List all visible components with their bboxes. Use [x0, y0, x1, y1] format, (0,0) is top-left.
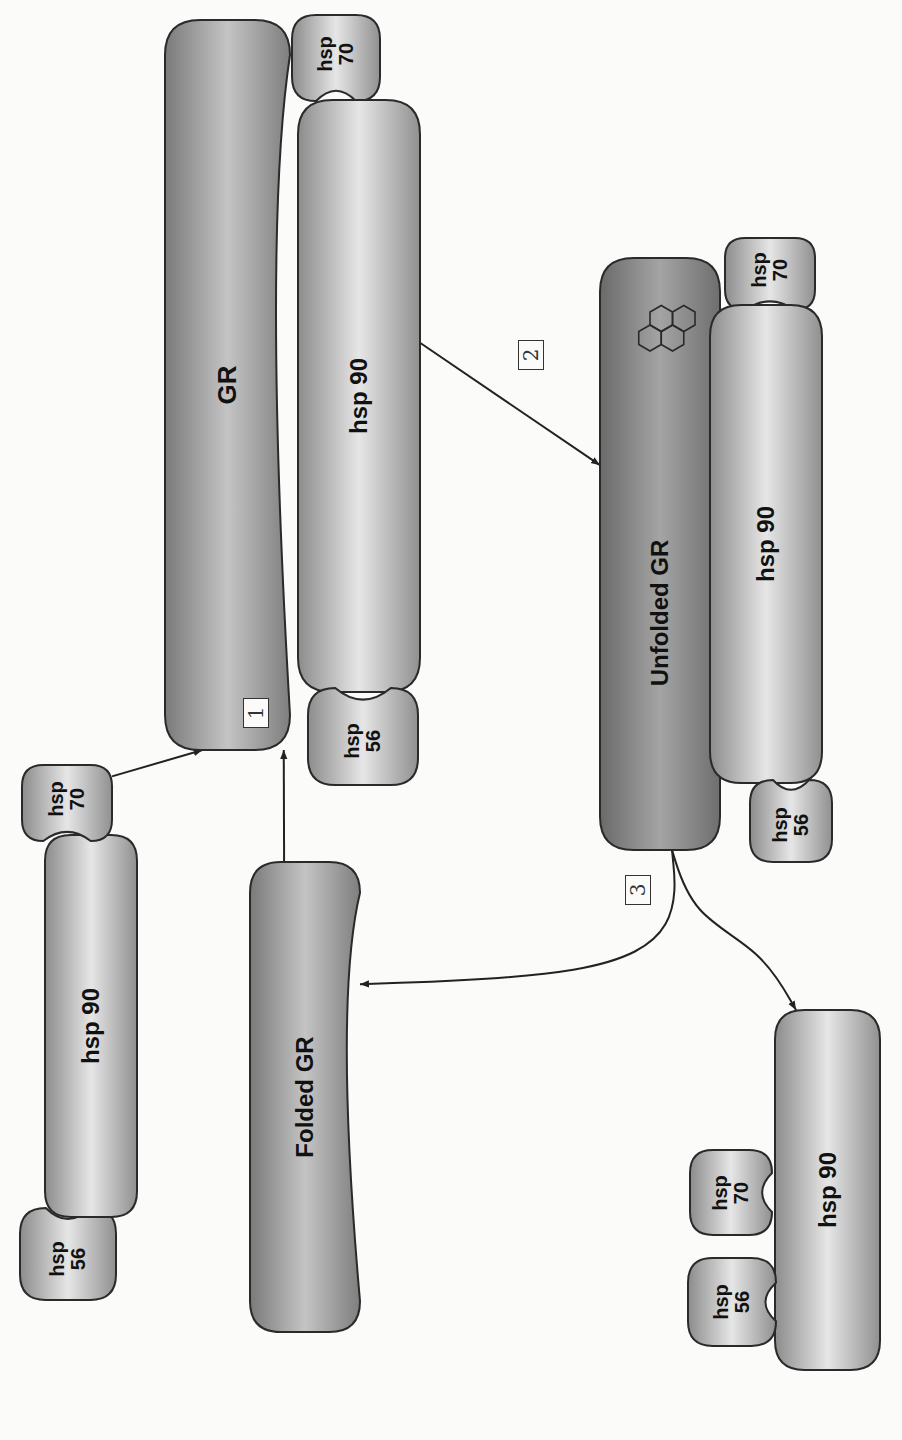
- step-number: 3: [626, 884, 650, 897]
- protein-body: Unfolded GR: [600, 258, 720, 850]
- protein-label: Unfolded GR: [647, 540, 672, 687]
- protein-label: hsp 90: [815, 1152, 840, 1228]
- protein-label: hsp 70: [315, 30, 357, 78]
- protein-outline: [600, 258, 720, 850]
- protein-outline: [45, 835, 137, 1217]
- reaction-arrow: [360, 850, 675, 984]
- protein-body: hsp 90: [775, 1010, 880, 1370]
- chaperone-blob: hsp 70: [22, 765, 112, 841]
- step-box: 2: [518, 340, 544, 370]
- protein-label: Folded GR: [292, 1036, 317, 1157]
- protein-outline: [298, 100, 420, 692]
- step-number: 2: [519, 349, 543, 362]
- protein-body: hsp 90: [710, 305, 822, 783]
- chaperone-blob: hsp 70: [690, 1150, 772, 1235]
- protein-outline: [775, 1010, 880, 1370]
- protein-body: hsp 90: [298, 100, 420, 692]
- protein-outline: [22, 765, 112, 841]
- step-box: 3: [625, 875, 651, 905]
- protein-outline: [688, 1258, 776, 1346]
- protein-outline: [725, 238, 815, 310]
- protein-outline: [250, 862, 360, 1332]
- chaperone-blob: hsp 90: [45, 835, 137, 1217]
- protein-outline: [710, 305, 822, 783]
- step-number: 1: [244, 707, 268, 720]
- protein-body: Folded GR: [250, 862, 360, 1332]
- protein-outline: [690, 1150, 772, 1235]
- chaperone-blob: hsp 56: [750, 780, 832, 862]
- chaperone-blob: hsp 56: [20, 1208, 116, 1300]
- protein-body: GR: [165, 20, 290, 750]
- protein-label: GR: [214, 366, 241, 405]
- protein-label: hsp 70: [46, 775, 88, 823]
- protein-label: hsp 70: [710, 1169, 752, 1217]
- step-box: 1: [243, 698, 269, 728]
- steroid-ring: [673, 306, 696, 332]
- protein-outline: [750, 780, 832, 862]
- protein-outline: [165, 20, 290, 750]
- protein-label: hsp 70: [749, 246, 791, 294]
- steroid-rings: [639, 306, 695, 352]
- reaction-arrow: [672, 850, 796, 1010]
- protein-label: hsp 56: [342, 717, 384, 765]
- protein-outline: [308, 688, 418, 785]
- protein-label: hsp 90: [753, 506, 778, 582]
- reaction-arrow: [283, 750, 285, 862]
- protein-label: hsp 90: [346, 358, 371, 434]
- chaperone-blob: hsp 70: [725, 238, 815, 310]
- reaction-arrow: [112, 750, 203, 776]
- protein-label: hsp 90: [78, 988, 103, 1064]
- reaction-arrow: [420, 343, 600, 465]
- chaperone-blob: hsp 56: [688, 1258, 776, 1346]
- protein-label: hsp 56: [770, 801, 812, 849]
- protein-label: hsp 56: [47, 1235, 89, 1283]
- chaperone-blob: hsp 56: [308, 688, 418, 785]
- protein-outline: [20, 1208, 116, 1300]
- chaperone-blob: hsp 70: [292, 15, 380, 101]
- protein-outline: [292, 15, 380, 101]
- protein-label: hsp 56: [711, 1278, 753, 1326]
